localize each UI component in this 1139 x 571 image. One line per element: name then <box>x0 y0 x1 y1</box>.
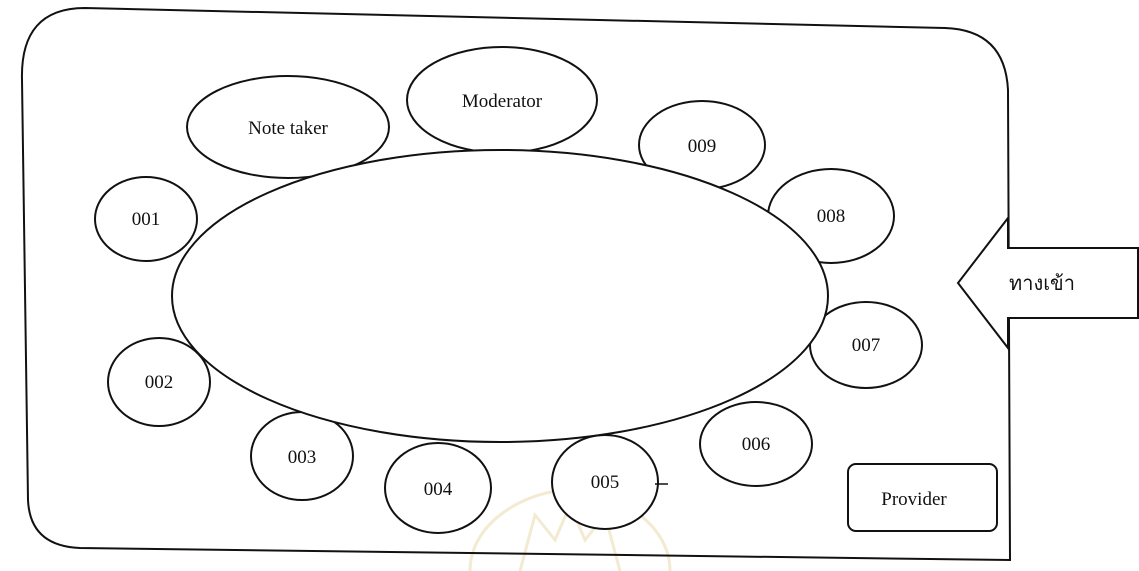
moderator-label: Moderator <box>462 91 543 112</box>
seat-006-label: 006 <box>742 434 771 455</box>
seat-009: 009 <box>638 100 766 190</box>
seat-006: 006 <box>699 401 813 487</box>
provider-label: Provider <box>881 489 947 510</box>
seat-007-label: 007 <box>852 335 881 356</box>
meeting-table <box>171 149 829 443</box>
note-taker-label: Note taker <box>248 118 328 139</box>
seat-004-label: 004 <box>424 479 453 500</box>
moderator-seat: Moderator <box>406 46 598 154</box>
room-outline <box>20 6 1012 562</box>
seat-002-label: 002 <box>145 372 174 393</box>
seat-002: 002 <box>107 337 211 427</box>
seat-003-label: 003 <box>288 447 317 468</box>
seat-004: 004 <box>384 442 492 534</box>
provider-box: Provider <box>847 463 998 532</box>
seat-007: 007 <box>809 301 923 389</box>
note-taker-seat: Note taker <box>186 75 390 179</box>
seat-001: 001 <box>94 176 198 262</box>
entrance-label: ทางเข้า <box>1009 271 1075 295</box>
entrance-arrow: ทางเข้า <box>956 215 1139 351</box>
seat-003: 003 <box>250 411 354 501</box>
seat-005: 005 <box>551 434 659 530</box>
seat-001-label: 001 <box>132 209 161 230</box>
seat-008-label: 008 <box>817 206 846 227</box>
seat-009-label: 009 <box>688 136 717 157</box>
seat-005-label: 005 <box>591 472 620 493</box>
